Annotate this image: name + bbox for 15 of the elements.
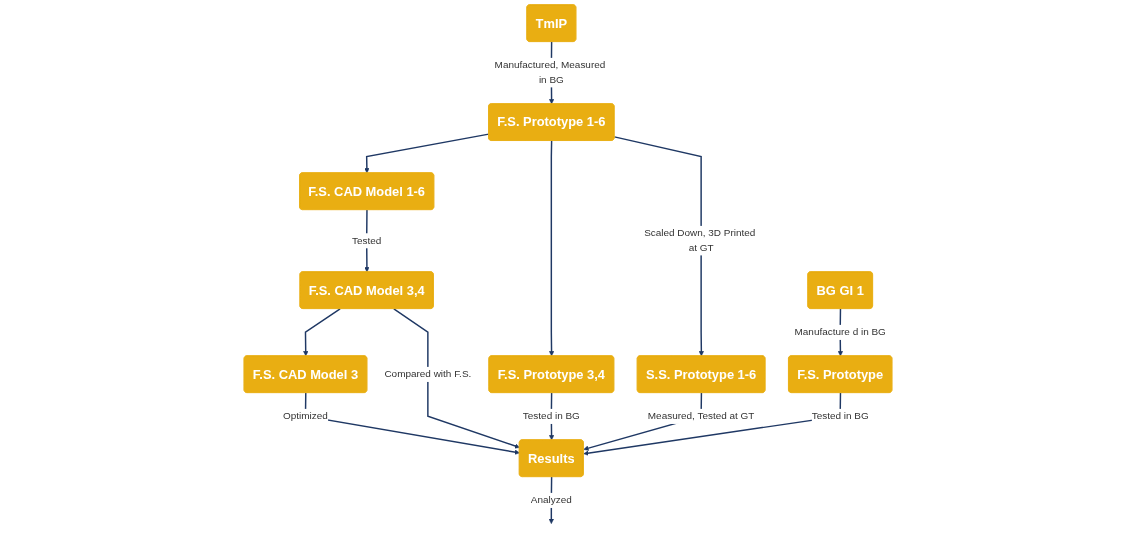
edge-label: Compared with F.S. [384, 368, 472, 380]
edge-label: Optimized [283, 410, 328, 422]
arrow [303, 308, 341, 357]
edge-label: Measured, Tested at GT [647, 410, 755, 422]
edge-label: Tested [352, 234, 382, 247]
edge-label: Manufacture d in BG [794, 326, 886, 338]
edge-label: Tested in BG [522, 410, 580, 422]
edge-label: Manufactured, Measured in BG [494, 59, 606, 86]
arrow [364, 133, 490, 174]
arrow [613, 136, 704, 357]
arrow [549, 140, 555, 357]
edge-label: Scaled Down, 3D Printed at GT [644, 227, 756, 254]
edge-label: Tested in BG [811, 410, 869, 422]
edge-label: Analyzed [530, 494, 572, 506]
arrow [393, 308, 520, 449]
